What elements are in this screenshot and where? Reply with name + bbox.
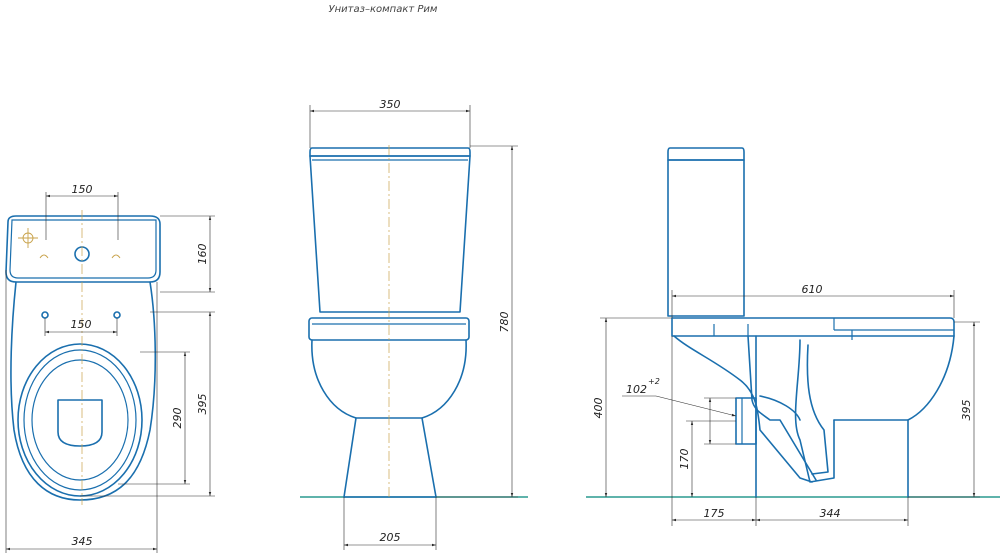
dim-tank-width: 350 [380,98,401,111]
dim-tank-depth: 160 [196,244,209,265]
dim-base-width: 205 [380,531,401,544]
top-view: 150 150 160 290 395 345 [5,183,215,553]
drawing-title: Унитаз–компакт Рим [329,4,438,15]
dim-bowl-height: 395 [960,400,973,421]
dim-outlet-offset: 175 [704,507,725,520]
dim-base-length: 344 [820,507,841,520]
dim-seat-holes: 150 [71,318,92,331]
side-view: 610 400 395 102 +2 170 175 344 [586,147,1000,526]
dim-rim-height: 400 [592,398,605,419]
dim-tank-holes: 150 [72,183,93,196]
dim-outlet-diameter: 102 [626,383,647,396]
dim-top-width: 345 [72,535,93,548]
dim-total-height: 780 [498,312,511,333]
dim-bowl-length: 395 [196,394,209,415]
dim-outlet-height: 170 [678,449,691,470]
front-view: 350 780 205 [300,98,528,550]
dim-seat-length: 290 [171,408,184,429]
dim-outlet-tolerance: +2 [648,377,660,386]
dim-overall-length: 610 [802,283,823,296]
